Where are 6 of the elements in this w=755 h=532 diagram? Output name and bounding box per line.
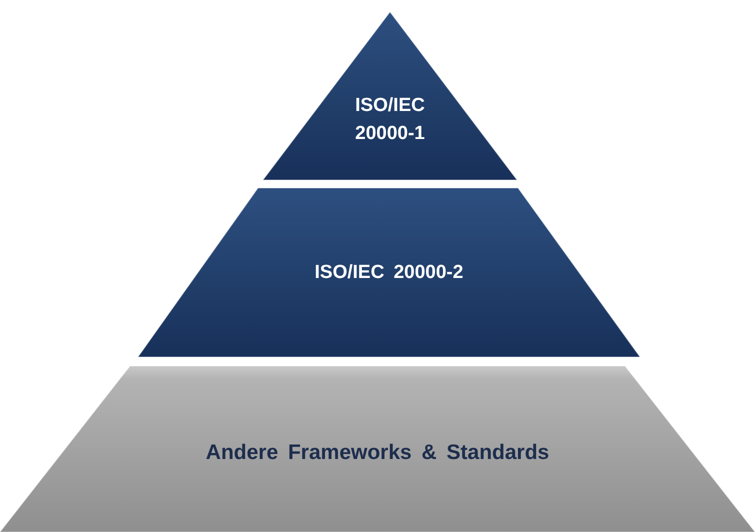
level-label: Andere Frameworks & Standards	[206, 440, 550, 466]
level-label: ISO/IEC 20000-1	[354, 94, 426, 146]
level-label: ISO/IEC 20000-2	[314, 261, 464, 286]
pyramid-level	[138, 188, 640, 357]
pyramid-level	[0, 366, 755, 532]
pyramid-level	[263, 12, 517, 180]
